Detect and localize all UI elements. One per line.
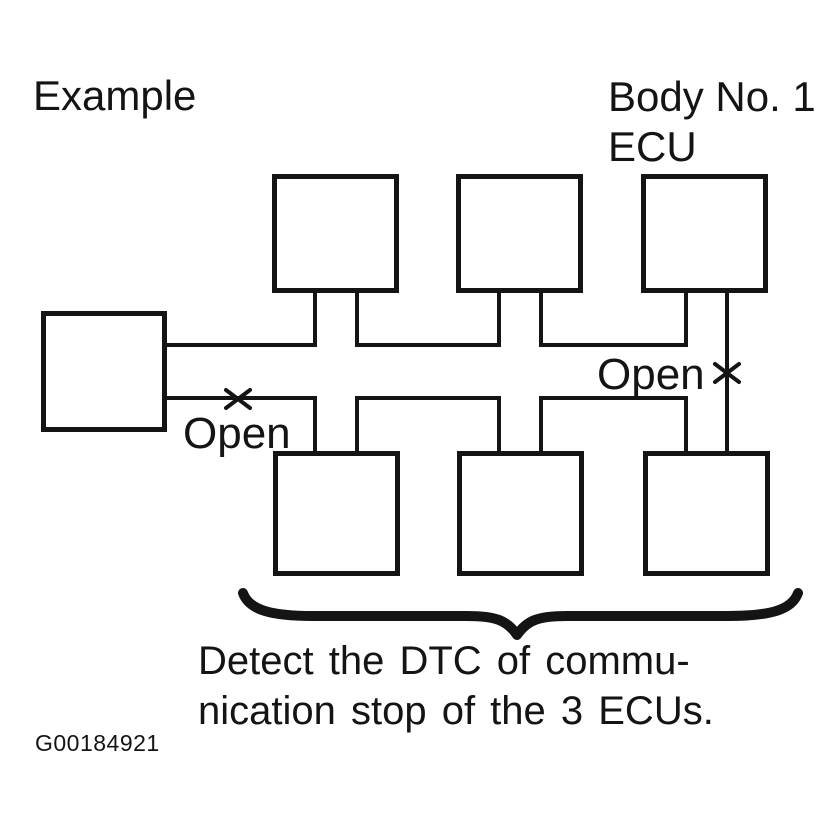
ecu-box-top-3-body-no1 bbox=[641, 174, 768, 293]
wire-top1-left-leg bbox=[313, 290, 317, 347]
curly-brace-down-icon bbox=[238, 588, 803, 640]
figure-id-label: G00184921 bbox=[35, 730, 160, 756]
ecu-box-bottom-2 bbox=[457, 451, 584, 576]
caption-line-2: nication stop of the 3 ECUs. bbox=[198, 689, 714, 733]
wire-top3-left-leg bbox=[684, 290, 688, 347]
wire-top1-right-leg bbox=[355, 290, 359, 347]
wire-bottom3-left-leg bbox=[684, 396, 688, 453]
ecu-box-master-left bbox=[41, 311, 167, 432]
caption: Detect the DTC of commu- nication stop o… bbox=[198, 636, 714, 736]
open-x-icon-right bbox=[713, 362, 741, 384]
open-x-icon-left bbox=[224, 388, 252, 410]
wire-upper-bus-segment-2 bbox=[355, 343, 501, 347]
wire-bottom2-right-leg bbox=[539, 396, 543, 453]
wire-top2-right-leg bbox=[539, 290, 543, 347]
ecu-box-bottom-3 bbox=[643, 451, 770, 576]
open-label-left: Open bbox=[183, 409, 291, 458]
example-label: Example bbox=[33, 72, 197, 119]
wire-bottom2-left-leg bbox=[497, 396, 501, 453]
wire-upper-bus-segment-1 bbox=[164, 343, 317, 347]
body-no1-ecu-label-line1: Body No. 1 bbox=[608, 73, 816, 120]
wire-upper-bus-segment-3 bbox=[539, 343, 688, 347]
wire-lower-bus-segment-2 bbox=[355, 396, 501, 400]
ecu-box-bottom-1 bbox=[273, 451, 400, 576]
ecu-box-top-1 bbox=[272, 174, 399, 293]
wire-bottom1-right-leg bbox=[355, 396, 359, 453]
wire-bottom1-left-leg bbox=[313, 396, 317, 453]
caption-line-1: Detect the DTC of commu- bbox=[198, 639, 690, 683]
open-label-right: Open bbox=[597, 350, 705, 399]
body-no1-ecu-label: Body No. 1 ECU bbox=[608, 72, 816, 172]
ecu-box-top-2 bbox=[456, 174, 583, 293]
body-no1-ecu-label-line2: ECU bbox=[608, 123, 697, 170]
wire-lower-bus-segment-3 bbox=[539, 396, 688, 400]
wire-top2-left-leg bbox=[497, 290, 501, 347]
